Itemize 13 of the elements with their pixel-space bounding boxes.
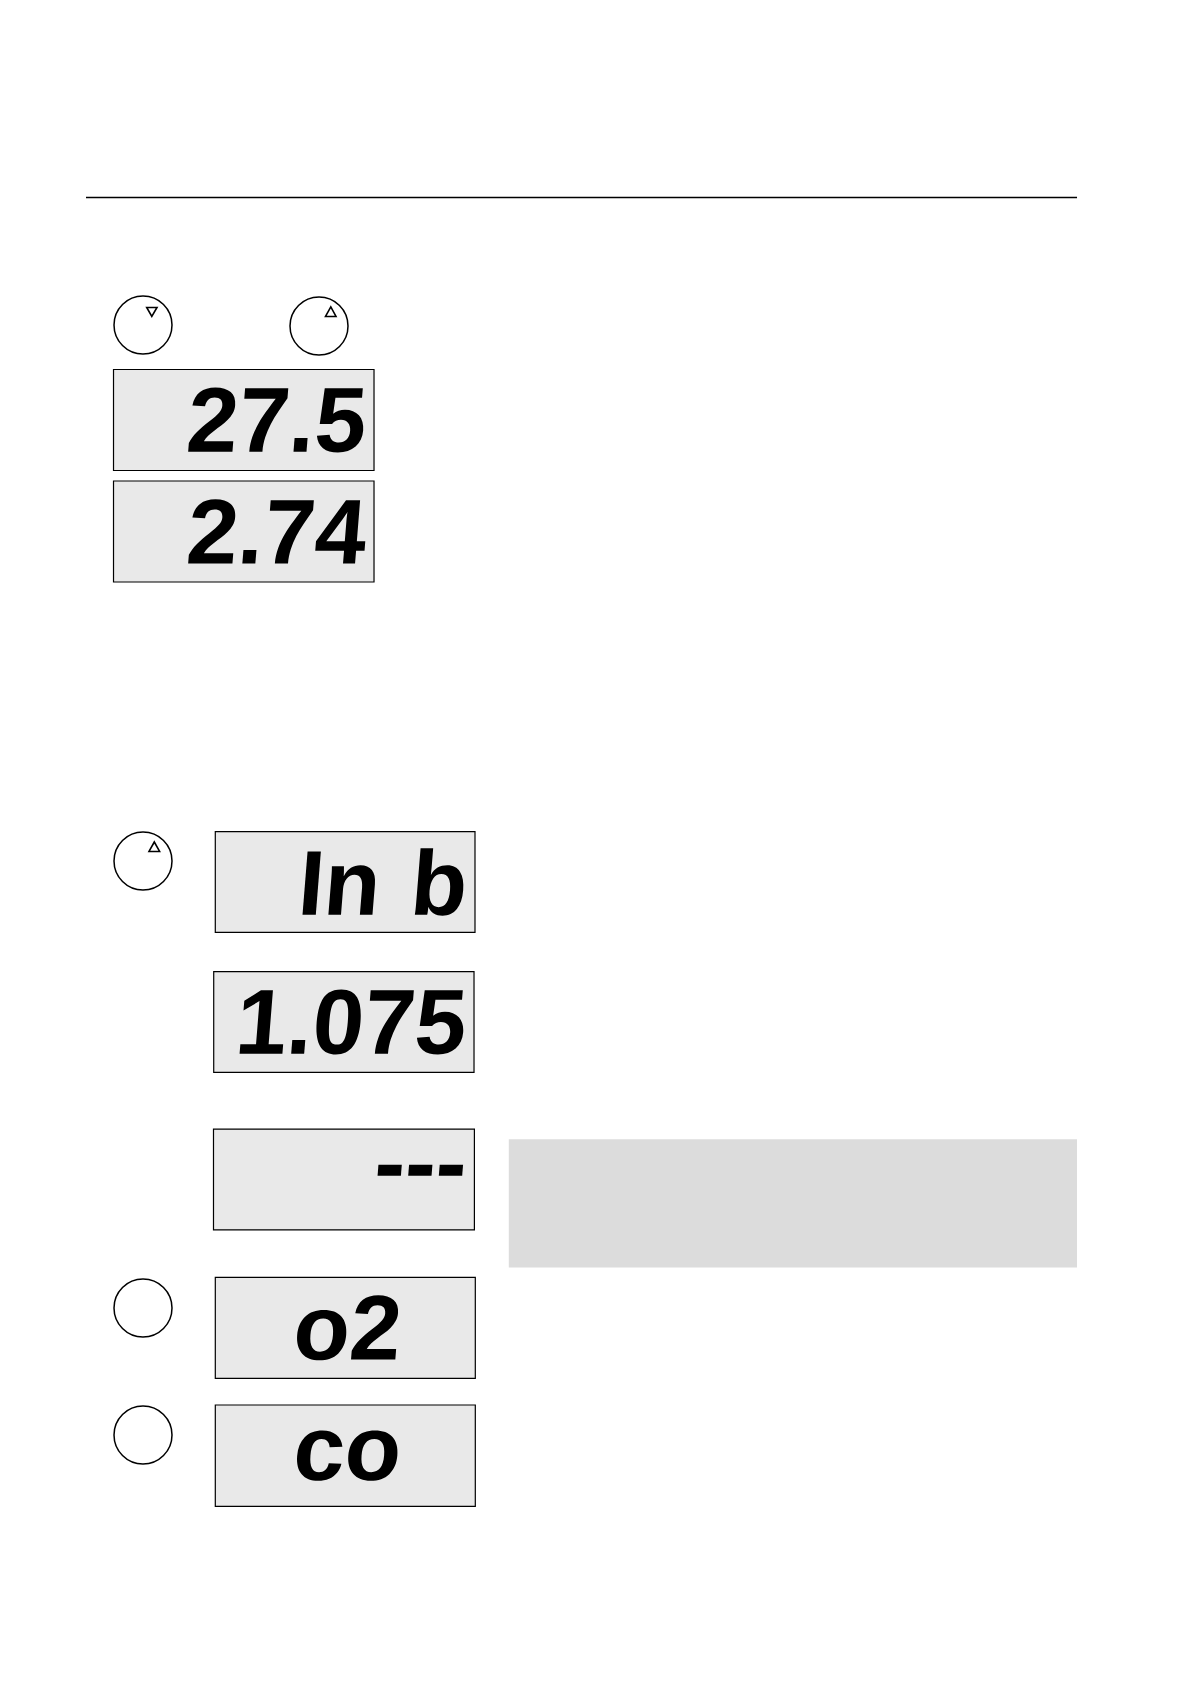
lcd-display: In b	[214, 831, 476, 933]
shaded-panel	[508, 1139, 1077, 1268]
round-button	[113, 1278, 173, 1338]
lcd-display: o2	[214, 1276, 476, 1379]
round-button	[289, 296, 349, 356]
round-button	[113, 1405, 173, 1465]
lcd-display: 1.075	[213, 971, 475, 1073]
lcd-display: 2.74	[112, 480, 375, 583]
lcd-display: ---	[212, 1128, 475, 1231]
round-button	[113, 831, 173, 891]
lcd-display: co	[214, 1404, 476, 1507]
lcd-display: 27.5	[112, 368, 375, 472]
round-button	[113, 295, 173, 355]
